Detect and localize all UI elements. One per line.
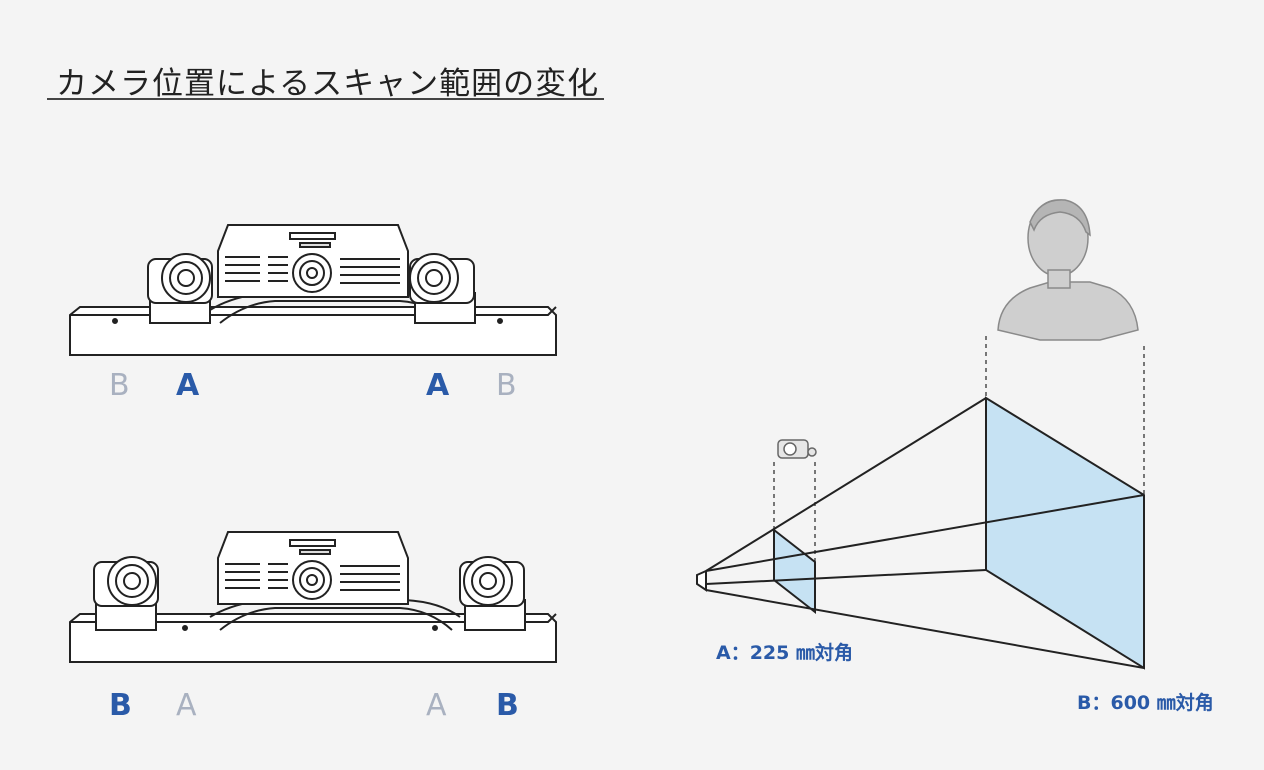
scan-plane-a <box>773 527 816 615</box>
title-underline <box>47 98 604 100</box>
row1-label-left-b: B <box>109 368 130 403</box>
page-title: カメラ位置によるスキャン範囲の変化 <box>56 66 600 102</box>
caption-a: A：225 ㎜対角 <box>716 642 853 664</box>
scanner-bar-icon <box>69 531 557 663</box>
scanner-bar-icon <box>69 224 557 356</box>
row1-label-right-b: B <box>496 368 517 403</box>
row1-label-right-a: A <box>426 368 450 403</box>
row2-label-left-a: A <box>176 688 197 723</box>
small-camera-icon <box>777 439 817 459</box>
row2-label-right-b: B <box>496 688 519 723</box>
row1-label-left-a: A <box>176 368 200 403</box>
head-bust-icon <box>997 199 1139 341</box>
scan-plane-b <box>985 396 1145 670</box>
frustum-apex <box>696 569 707 592</box>
row2-label-left-b: B <box>109 688 132 723</box>
row2-label-right-a: A <box>426 688 447 723</box>
caption-b: B：600 ㎜対角 <box>1077 692 1214 714</box>
